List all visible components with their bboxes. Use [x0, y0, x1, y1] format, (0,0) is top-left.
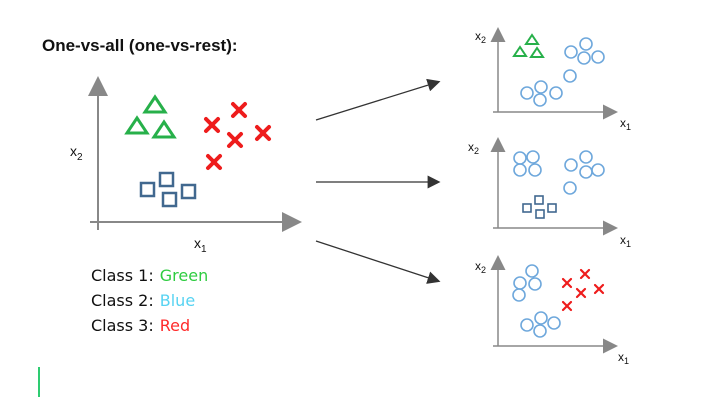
circle-marker: [549, 86, 563, 100]
main-x-axis-label: x1: [194, 235, 207, 255]
circle-marker: [533, 324, 547, 338]
accent-bar: [38, 367, 40, 397]
circle-marker: [512, 288, 526, 302]
triangle-marker: [524, 33, 540, 45]
circle-marker: [579, 150, 593, 164]
circle-marker: [564, 45, 578, 59]
sub3-red-crosses: [561, 268, 605, 312]
cross-marker: [561, 300, 573, 312]
sub2-y-axis-label: x2: [468, 140, 479, 156]
circle-marker: [563, 181, 577, 195]
cross-marker: [204, 117, 220, 133]
circle-marker: [526, 150, 540, 164]
main-plot: x2 x1: [70, 76, 302, 255]
diagram-title: One-vs-all (one-vs-rest):: [42, 36, 238, 55]
square-marker: [535, 209, 545, 219]
main-blue-squares: [139, 171, 197, 208]
arrow-to-plot-red: [315, 240, 441, 284]
triangle-marker: [142, 94, 168, 114]
circle-marker: [579, 37, 593, 51]
subplot-blue-vs-rest: x2 x1: [468, 137, 631, 249]
cross-marker: [579, 268, 591, 280]
circle-marker: [534, 311, 548, 325]
legend-class-1-label: Class 1:: [91, 266, 154, 285]
subplot-green-vs-rest: x2 x1: [475, 27, 631, 132]
sub2-blue-squares: [522, 195, 557, 219]
circle-marker: [513, 151, 527, 165]
circle-marker: [564, 158, 578, 172]
transition-arrows: [315, 78, 441, 284]
legend-class-3-value: Red: [159, 316, 191, 335]
triangle-marker: [124, 115, 150, 135]
circle-marker: [520, 318, 534, 332]
arrow-to-plot-green: [315, 78, 441, 121]
sub2-x-axis-label: x1: [620, 233, 631, 249]
circle-marker: [528, 277, 542, 291]
sub1-x-axis-label: x1: [620, 116, 631, 132]
sub3-x-axis-label: x1: [618, 350, 629, 366]
cross-marker: [575, 287, 587, 299]
circle-marker: [591, 50, 605, 64]
cross-marker: [255, 125, 271, 141]
circle-marker: [579, 165, 593, 179]
triangle-marker: [529, 46, 545, 58]
cross-marker: [593, 283, 605, 295]
square-marker: [547, 203, 557, 213]
cross-marker: [227, 132, 243, 148]
circle-marker: [534, 80, 548, 94]
circle-marker: [513, 276, 527, 290]
square-marker: [161, 191, 178, 208]
legend-class-2: Class 2: Blue: [91, 291, 195, 310]
cross-marker: [561, 277, 573, 289]
triangle-marker: [512, 45, 528, 57]
circle-marker: [520, 86, 534, 100]
square-marker: [158, 171, 175, 188]
square-marker: [139, 181, 156, 198]
sub3-light-blue-circles: [512, 264, 561, 338]
sub1-green-triangles: [512, 33, 545, 58]
sub1-light-blue-circles: [520, 37, 605, 107]
sub2-light-blue-circles: [513, 150, 605, 195]
circle-marker: [591, 163, 605, 177]
square-marker: [522, 203, 532, 213]
circle-marker: [577, 51, 591, 65]
legend-class-2-value: Blue: [159, 291, 196, 310]
sub1-y-axis-label: x2: [475, 29, 486, 45]
square-marker: [180, 183, 197, 200]
circle-marker: [525, 264, 539, 278]
main-green-triangles: [124, 94, 177, 139]
circle-marker: [533, 93, 547, 107]
circle-marker: [528, 163, 542, 177]
legend-class-3-label: Class 3:: [91, 316, 154, 335]
legend-class-1-value: Green: [159, 266, 209, 285]
legend-class-2-label: Class 2:: [91, 291, 154, 310]
legend-class-3: Class 3: Red: [91, 316, 190, 335]
cross-marker: [231, 102, 247, 118]
main-red-crosses: [204, 102, 271, 170]
main-y-axis-label: x2: [70, 143, 83, 163]
square-marker: [534, 195, 544, 205]
cross-marker: [206, 154, 222, 170]
sub3-y-axis-label: x2: [475, 259, 486, 275]
circle-marker: [547, 316, 561, 330]
subplot-red-vs-rest: x2 x1: [475, 255, 629, 366]
triangle-marker: [151, 119, 177, 139]
circle-marker: [563, 69, 577, 83]
circle-marker: [513, 163, 527, 177]
legend-class-1: Class 1: Green: [91, 266, 208, 285]
